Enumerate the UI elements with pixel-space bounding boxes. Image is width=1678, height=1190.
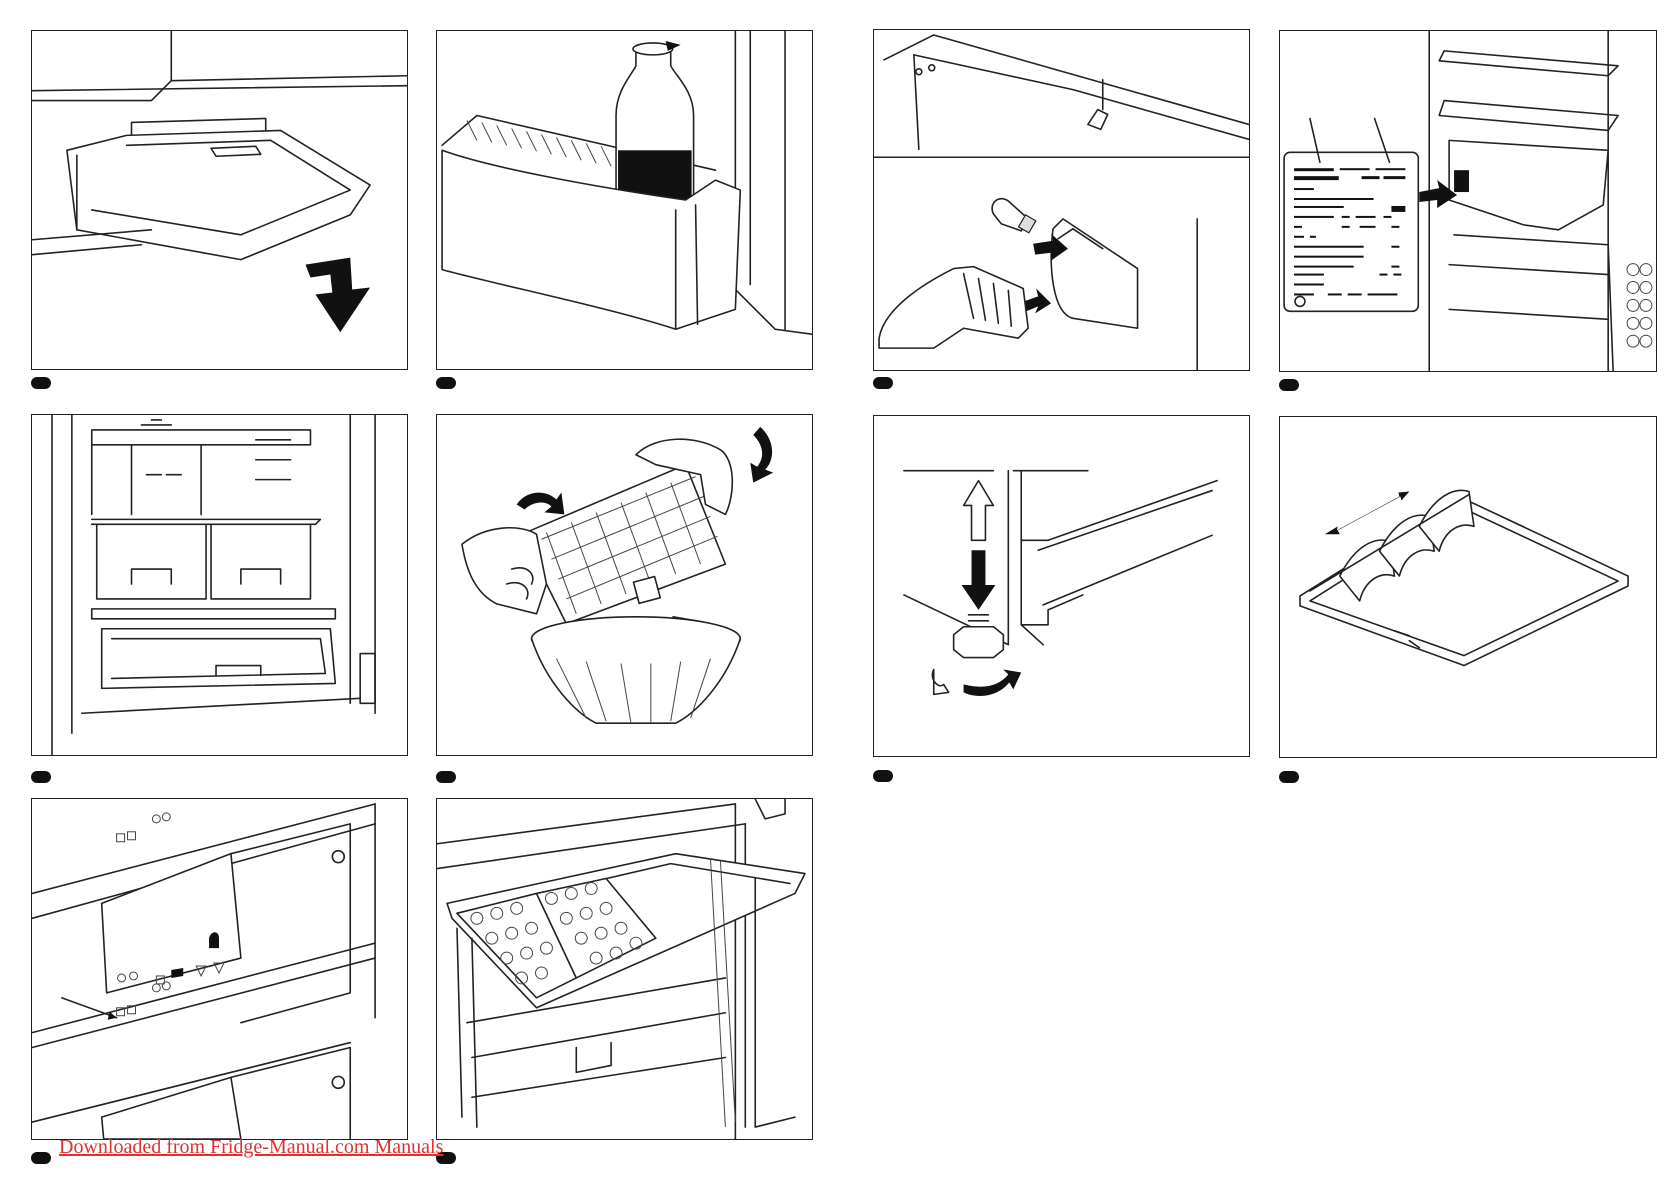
- figure-8-bottle-rack-shelf: [1279, 416, 1657, 758]
- door-shelf-illustration: [437, 31, 812, 369]
- footer-download-link[interactable]: Downloaded from Fridge-Manual.com Manual…: [59, 1136, 443, 1159]
- figure-2-door-bottle-shelf: [436, 30, 813, 370]
- bottle-rack-illustration: [1280, 417, 1656, 757]
- figure-6-badge: [436, 771, 456, 783]
- figure-5-badge: [31, 771, 51, 783]
- figure-8-badge: [1279, 771, 1299, 783]
- figure-4-badge: [1279, 379, 1299, 391]
- figure-7-badge: [873, 770, 893, 782]
- rating-plate-illustration: [1280, 31, 1656, 371]
- light-bulb-illustration: [874, 30, 1249, 370]
- figure-5-refrigerator-interior: [31, 414, 408, 756]
- ice-tray-illustration: [437, 415, 812, 755]
- interior-illustration: [32, 415, 407, 755]
- adjustable-foot-illustration: [874, 416, 1249, 756]
- figure-3-badge: [873, 377, 893, 389]
- figure-1-badge: [31, 377, 51, 389]
- figure-6-ice-cube-tray: [436, 414, 813, 756]
- figure-2-badge: [436, 377, 456, 389]
- control-panel-illustration: [32, 799, 407, 1139]
- figure-7-adjustable-foot: [873, 415, 1250, 757]
- figure-9-control-panel: [31, 798, 408, 1140]
- figure-1-drawer-removal: [31, 30, 408, 370]
- figure-3-light-bulb: [873, 29, 1250, 371]
- drawer-removal-illustration: [32, 31, 407, 369]
- figure-4-rating-plate: [1279, 30, 1657, 372]
- figure-10-freezer-ice-tray: [436, 798, 813, 1140]
- freezer-tray-illustration: [437, 799, 812, 1139]
- figure-9-badge: [31, 1152, 51, 1164]
